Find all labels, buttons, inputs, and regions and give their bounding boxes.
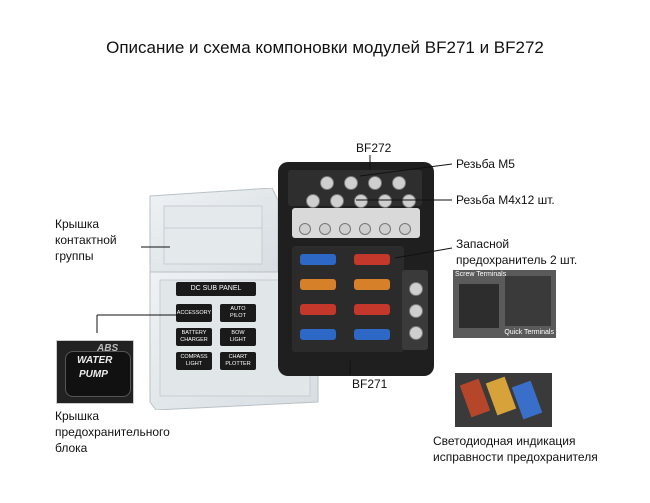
label-cover-fuse-2: предохранительного (55, 425, 170, 439)
label-spare-fuse-1: Запасной (456, 237, 510, 251)
terminals-inset-photo: Screw Terminals Quick Terminals (453, 270, 556, 338)
quick-terminals-label: Quick Terminals (504, 329, 554, 336)
label-bf271: BF271 (352, 377, 388, 391)
label-cover-fuse-1: Крышка (55, 409, 100, 423)
terminal-screw (368, 176, 382, 190)
terminal-screw (409, 282, 423, 296)
terminal-screw (330, 194, 344, 208)
terminal-screw (320, 176, 334, 190)
label-cover-contact-1: Крышка (55, 217, 100, 231)
label-cover-contact-2: контактной (55, 233, 117, 247)
water-pump-label: WATER (77, 355, 113, 366)
terminal-screw (344, 176, 358, 190)
terminal-screw (339, 223, 351, 235)
terminal-screw (402, 194, 416, 208)
panel-header: DC SUB PANEL (176, 282, 256, 296)
water-pump-label-2: PUMP (79, 369, 108, 380)
terminal-screw (319, 223, 331, 235)
label-thread-m4: Резьба М4х12 шт. (456, 193, 555, 207)
blade-fuse (300, 304, 336, 315)
label-cover-contact-3: группы (55, 249, 94, 263)
fuse-block-image (274, 160, 438, 380)
blade-fuse (300, 329, 336, 340)
terminal-screw (399, 223, 411, 235)
label-cover-fuse-3: блока (55, 441, 88, 455)
label-thread-m5: Резьба М5 (456, 157, 515, 171)
screw-terminals-label: Screw Terminals (455, 271, 507, 278)
label-led-1: Светодиодная индикация (433, 434, 576, 448)
blade-fuse (300, 254, 336, 265)
page-title: Описание и схема компоновки модулей BF27… (106, 38, 544, 57)
blade-fuse (354, 304, 390, 315)
terminal-screw (409, 326, 423, 340)
label-led-2: исправности предохранителя (433, 450, 598, 464)
led-indication-photo (455, 373, 552, 427)
blade-fuse (354, 254, 390, 265)
terminal-screw (354, 194, 368, 208)
water-pump-photo: ABS WATER PUMP (56, 340, 134, 404)
terminal-screw (378, 194, 392, 208)
terminal-screw (299, 223, 311, 235)
label-bf272: BF272 (356, 141, 392, 155)
panel-switch-label: ACCESSORY (176, 304, 212, 322)
terminal-screw (392, 176, 406, 190)
blade-fuse (354, 279, 390, 290)
terminal-screw (306, 194, 320, 208)
blade-fuse (354, 329, 390, 340)
terminal-screw (359, 223, 371, 235)
blade-fuse (300, 279, 336, 290)
terminal-screw (409, 304, 423, 318)
label-spare-fuse-2: предохранитель 2 шт. (456, 253, 578, 267)
terminal-screw (379, 223, 391, 235)
